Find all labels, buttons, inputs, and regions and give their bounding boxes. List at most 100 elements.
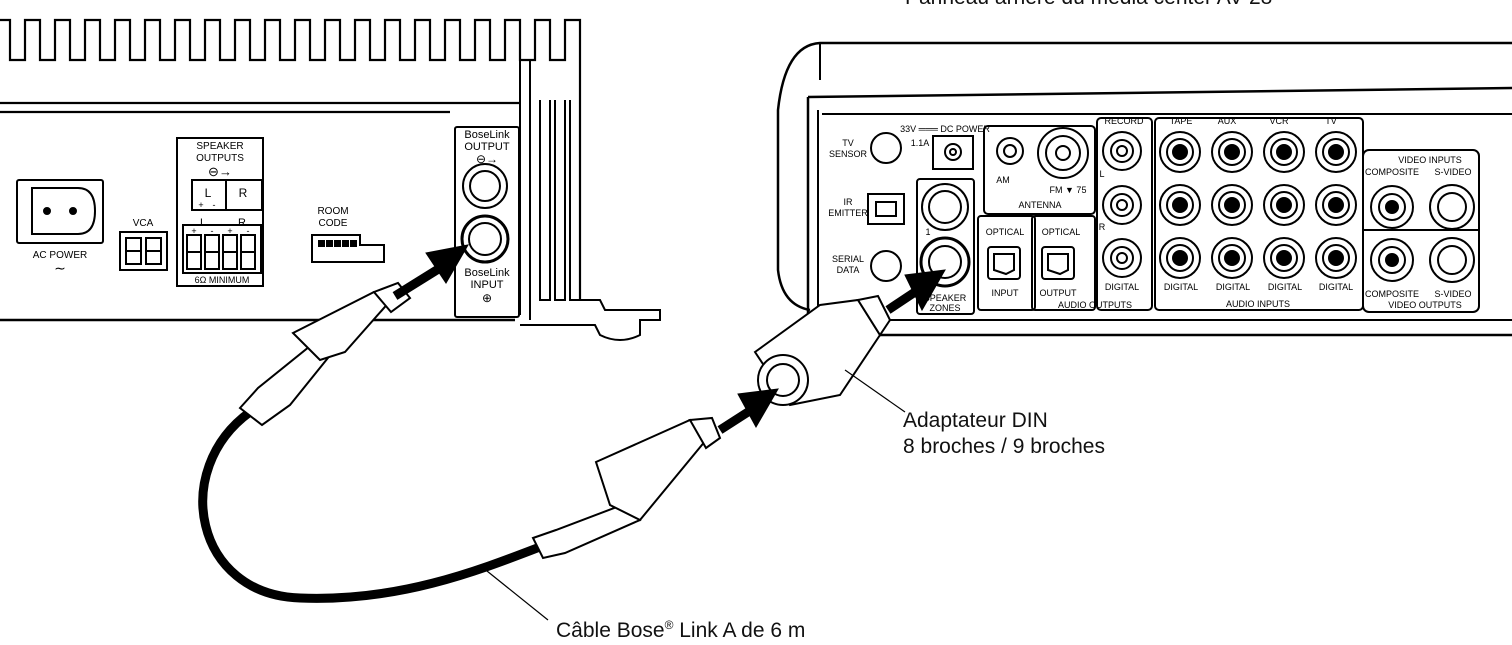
din-adapter xyxy=(753,294,892,407)
left-unit-labels: AC POWER ∼ VCA SPEAKER OUTPUTS ⊖→ L R + … xyxy=(33,129,510,305)
audio-jack xyxy=(1166,191,1194,219)
s-video-out-label: S-VIDEO xyxy=(1434,289,1471,299)
cable-connector-left xyxy=(238,281,412,427)
dc-amp-label: 1.1A xyxy=(911,138,930,148)
left-unit xyxy=(0,18,661,341)
audio-jack xyxy=(1218,191,1246,219)
audio-jack xyxy=(1166,244,1194,272)
registered-mark: ® xyxy=(664,618,674,632)
speaker-outputs-block xyxy=(176,137,264,287)
cable-connector-right xyxy=(531,416,722,560)
ac-power-label: AC POWER xyxy=(33,250,87,261)
audio-jack xyxy=(1172,250,1188,266)
speaker-l-label: L xyxy=(205,186,212,200)
audio-jack xyxy=(1172,144,1188,160)
record-l-label: L xyxy=(1099,169,1104,179)
audio-jack xyxy=(1211,184,1253,226)
ir-label-1: IR xyxy=(844,197,854,207)
boselink-in-arrow-icon: ⊕ xyxy=(482,291,492,305)
ac-power-inlet xyxy=(16,179,104,244)
output-label: OUTPUT xyxy=(1040,288,1078,298)
record-digital-label: DIGITAL xyxy=(1105,282,1139,292)
tv-sensor-port xyxy=(870,132,902,164)
speaker-zones-label-2: ZONES xyxy=(929,303,960,313)
speaker-out-arrow-icon: ⊖→ xyxy=(208,164,232,179)
audio-jack xyxy=(1263,184,1305,226)
ir-label-2: EMITTER xyxy=(828,208,868,218)
tape-label: TAPE xyxy=(1170,116,1193,126)
serial-label-2: DATA xyxy=(837,265,860,275)
speaker-plus-label: + xyxy=(198,200,203,210)
heat-sink-fins xyxy=(0,18,582,322)
leader-lines xyxy=(481,369,906,621)
audio-jack xyxy=(1159,237,1201,279)
serial-label-1: SERIAL xyxy=(832,254,864,264)
audio-jack xyxy=(1263,237,1305,279)
audio-jack xyxy=(1218,138,1246,166)
boselink-out-arrow-icon: ⊖→ xyxy=(476,152,498,166)
audio-jack xyxy=(1218,244,1246,272)
boselink-output-label-2: OUTPUT xyxy=(464,141,510,153)
audio-jack xyxy=(1159,131,1201,173)
audio-jack xyxy=(1328,250,1344,266)
audio-jack xyxy=(1322,138,1350,166)
arrow-head-right-icon xyxy=(904,269,946,312)
dc-power-label: 33V ═══ DC POWER xyxy=(900,124,990,134)
tv-sensor-label-2: SENSOR xyxy=(829,149,868,159)
terminal-plus-1: + xyxy=(191,226,196,236)
speaker-zones-label-1: SPEAKER xyxy=(924,293,967,303)
audio-jack xyxy=(1322,244,1350,272)
speaker-r-label: R xyxy=(239,186,248,200)
composite-in-label: COMPOSITE xyxy=(1365,167,1419,177)
audio-jack xyxy=(1172,197,1188,213)
audio-input-jacks xyxy=(1159,131,1357,279)
optical-input-label: OPTICAL xyxy=(986,227,1025,237)
aux-label: AUX xyxy=(1218,116,1237,126)
cable-caption-prefix: Câble Bose xyxy=(556,619,665,642)
vcr-label: VCR xyxy=(1269,116,1289,126)
boselink-block xyxy=(454,126,520,318)
zone-one-label: 1 xyxy=(925,227,930,237)
audio-jack xyxy=(1315,131,1357,173)
audio-jack xyxy=(1322,191,1350,219)
audio-jack xyxy=(1315,237,1357,279)
audio-jack xyxy=(1276,144,1292,160)
speaker-minus-label: - xyxy=(213,200,216,210)
adapter-caption-line-2: 8 broches / 9 broches xyxy=(903,435,1105,458)
tv-label: TV xyxy=(1325,116,1337,126)
audio-jack xyxy=(1211,237,1253,279)
audio-jack xyxy=(1328,144,1344,160)
min-impedance-label: 6Ω MINIMUM xyxy=(195,275,250,285)
boselink-output-label-1: BoseLink xyxy=(464,129,510,141)
audio-jack xyxy=(1270,191,1298,219)
speaker-outputs-label-2: OUTPUTS xyxy=(196,153,244,164)
input-label: INPUT xyxy=(992,288,1020,298)
record-label: RECORD xyxy=(1104,116,1144,126)
audio-jack xyxy=(1276,250,1292,266)
terminal-plus-2: + xyxy=(227,226,232,236)
audio-jack xyxy=(1263,131,1305,173)
vca-label: VCA xyxy=(133,218,154,229)
audio-jack xyxy=(1270,138,1298,166)
audio-outputs-label: AUDIO OUTPUTS xyxy=(1058,300,1132,310)
rear-panel-caption: Panneau arrière du média center AV-28 xyxy=(905,0,1272,10)
digital-2-label: DIGITAL xyxy=(1216,282,1250,292)
right-unit-labels: TV SENSOR 33V ═══ DC POWER 1.1A IR EMITT… xyxy=(828,116,1471,313)
audio-jack xyxy=(1159,184,1201,226)
audio-inputs-label: AUDIO INPUTS xyxy=(1226,299,1290,309)
digital-1-label: DIGITAL xyxy=(1164,282,1198,292)
terminal-minus-1: - xyxy=(211,226,214,236)
terminal-l-label: L xyxy=(200,217,206,229)
vca-terminal xyxy=(119,231,168,271)
audio-jack xyxy=(1328,197,1344,213)
room-label: ROOM xyxy=(317,206,348,217)
code-label: CODE xyxy=(319,218,348,229)
arrow-head-mid-icon xyxy=(737,388,779,429)
terminal-minus-2: - xyxy=(247,226,250,236)
boselink-cable xyxy=(198,281,892,603)
optical-output-label: OPTICAL xyxy=(1042,227,1081,237)
antenna-label: ANTENNA xyxy=(1018,200,1061,210)
cable-caption-suffix: Link A de 6 m xyxy=(673,619,806,642)
video-outputs-label: VIDEO OUTPUTS xyxy=(1388,300,1462,310)
